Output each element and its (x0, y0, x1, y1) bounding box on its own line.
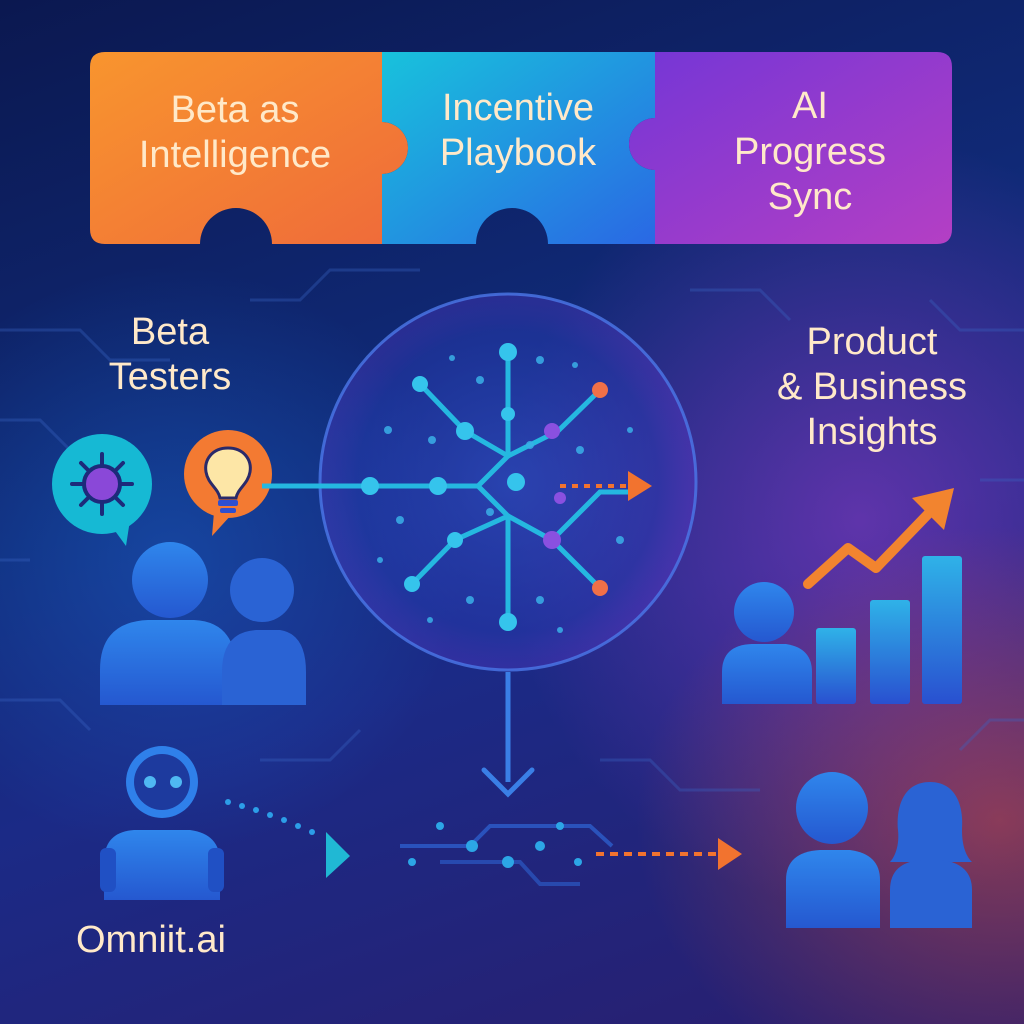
piece-label-line: Playbook (439, 131, 597, 174)
title-line: Insights (806, 410, 938, 453)
title-line: & Business (776, 365, 968, 408)
neural-network-icon (257, 292, 698, 672)
piece-label-line: Incentive (441, 87, 595, 129)
piece-label-ai-progress-sync: AI Progress Sync (700, 84, 920, 221)
beta-testers-title: Beta Testers (70, 310, 270, 400)
puzzle-piece-beta-as-intelligence (90, 52, 408, 244)
bug-icon (52, 434, 152, 546)
title-line: Testers (108, 355, 232, 398)
piece-label-line: Intelligence (138, 133, 332, 176)
title-line: Product (806, 321, 938, 363)
stakeholder-person-2 (890, 782, 972, 928)
robot-icon (100, 746, 224, 900)
piece-label-line: Progress (733, 130, 887, 173)
hub-output-arrow (560, 471, 652, 501)
piece-label-line: Beta as (170, 89, 300, 131)
insights-bar-chart-icon (803, 488, 962, 704)
insights-person (722, 582, 812, 704)
hub-down-arrow-icon (481, 672, 535, 798)
piece-label-line: Sync (767, 176, 853, 219)
lightbulb-icon (184, 430, 272, 536)
puzzle-piece-incentive-playbook (382, 52, 655, 244)
robot-to-pipeline-arrow (225, 799, 350, 878)
beta-tester-person-2 (222, 558, 306, 705)
background-circuit-traces (0, 268, 1024, 792)
beta-tester-person-1 (100, 542, 236, 705)
insights-title: Product & Business Insights (752, 320, 992, 454)
piece-label-incentive-playbook: Incentive Playbook (408, 86, 628, 176)
piece-label-beta-as-intelligence: Beta as Intelligence (130, 88, 340, 178)
output-pipeline (400, 822, 742, 886)
title-line: Beta (130, 311, 210, 353)
stakeholder-person-1 (786, 772, 880, 928)
brand-name: Omniit.ai (76, 919, 226, 961)
piece-label-line: AI (792, 85, 828, 127)
puzzle-piece-ai-progress-sync (629, 52, 952, 244)
